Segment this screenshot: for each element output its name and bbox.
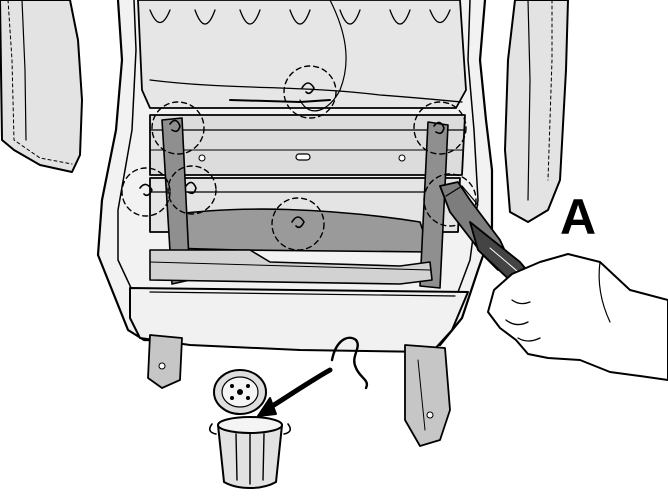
backrest-upper-fabric [138,0,466,111]
waste-bin-icon [210,370,291,488]
curved-arrow-icon [258,370,330,416]
hand-illustration [488,254,668,380]
right-bolster-panel [505,0,568,222]
step-label: A [560,192,596,242]
left-bolster-panel [0,0,82,172]
